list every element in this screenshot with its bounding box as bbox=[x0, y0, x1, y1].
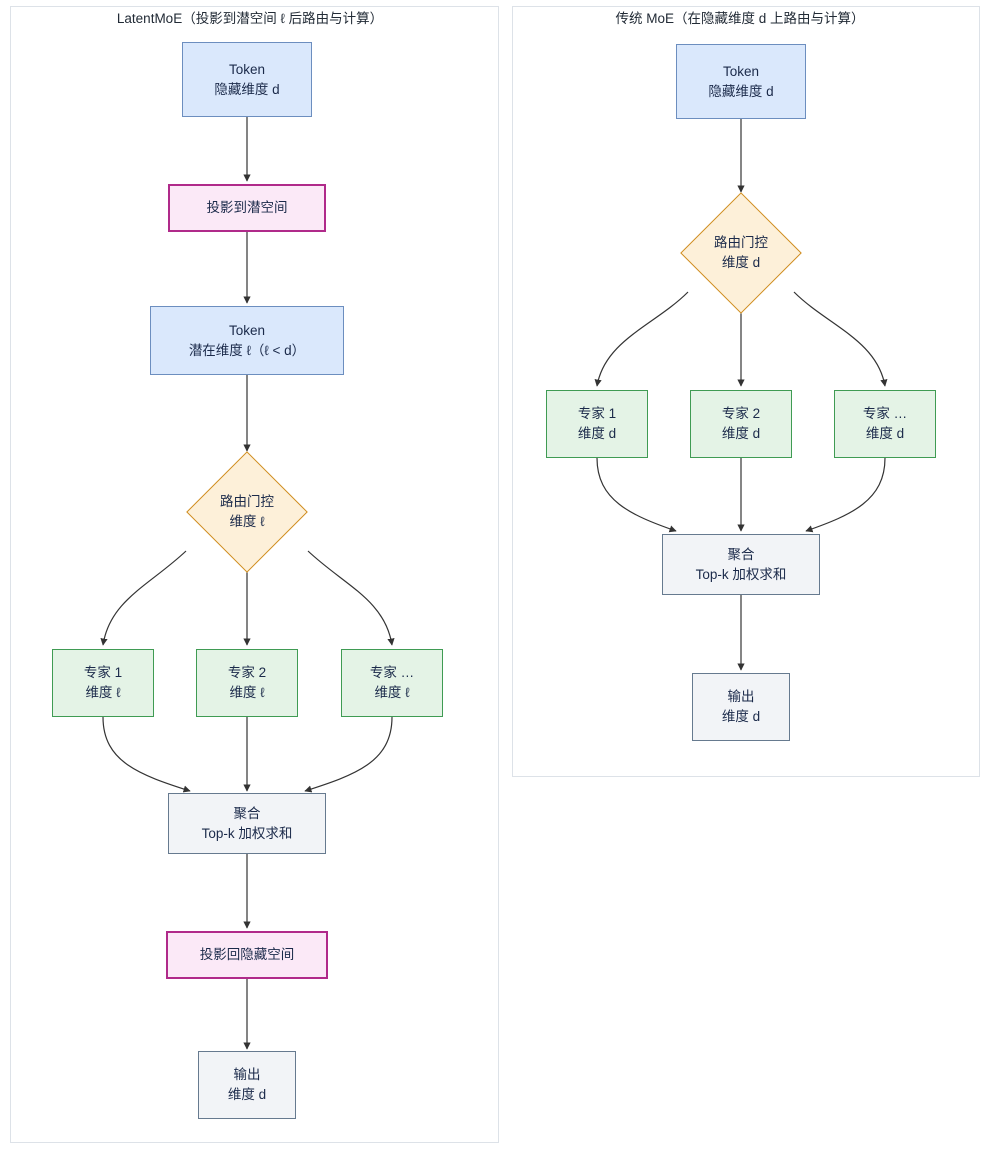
node-right-token-line2: 隐藏维度 d bbox=[708, 83, 774, 99]
node-right-token-line1: Token bbox=[722, 63, 760, 79]
node-left-expert-n-line1: 专家 … bbox=[369, 665, 415, 680]
node-left-project-out[interactable]: 投影回隐藏空间 bbox=[166, 931, 328, 979]
node-right-output-line1: 输出 bbox=[727, 689, 755, 704]
node-left-aggregate-line2: Top-k 加权求和 bbox=[201, 825, 293, 841]
node-right-output[interactable]: 输出 维度 d bbox=[692, 673, 790, 741]
node-left-output-line2: 维度 d bbox=[227, 1087, 267, 1102]
node-left-gate-label: 路由门控 维度 ℓ bbox=[162, 469, 332, 555]
node-left-output[interactable]: 输出 维度 d bbox=[198, 1051, 296, 1119]
node-right-gate-label: 路由门控 维度 d bbox=[656, 210, 826, 296]
node-right-aggregate-line1: 聚合 bbox=[727, 546, 755, 562]
panel-classic-moe-title: 传统 MoE（在隐藏维度 d 上路由与计算） bbox=[615, 11, 865, 26]
node-right-expert-n-line2: 维度 d bbox=[865, 426, 905, 441]
node-right-aggregate-line2: Top-k 加权求和 bbox=[695, 566, 787, 582]
node-left-token-line1: Token bbox=[228, 61, 266, 77]
node-right-expert-n-line1: 专家 … bbox=[862, 406, 908, 421]
node-right-token[interactable]: Token 隐藏维度 d bbox=[676, 44, 806, 119]
node-left-expert-1[interactable]: 专家 1 维度 ℓ bbox=[52, 649, 154, 717]
node-right-expert-2-line2: 维度 d bbox=[721, 426, 761, 441]
node-left-gate-line1: 路由门控 bbox=[220, 494, 274, 509]
node-left-expert-2-line1: 专家 2 bbox=[227, 665, 267, 680]
node-left-expert-1-line2: 维度 ℓ bbox=[85, 685, 121, 700]
node-right-expert-1[interactable]: 专家 1 维度 d bbox=[546, 390, 648, 458]
node-right-expert-1-line1: 专家 1 bbox=[577, 406, 617, 421]
node-left-project-in[interactable]: 投影到潜空间 bbox=[168, 184, 326, 232]
node-right-gate[interactable]: 路由门控 维度 d bbox=[680, 192, 802, 314]
node-left-token-latent[interactable]: Token 潜在维度 ℓ（ℓ < d） bbox=[150, 306, 344, 375]
node-left-project-out-label: 投影回隐藏空间 bbox=[199, 947, 295, 962]
node-right-aggregate[interactable]: 聚合 Top-k 加权求和 bbox=[662, 534, 820, 595]
node-right-expert-2[interactable]: 专家 2 维度 d bbox=[690, 390, 792, 458]
node-left-output-line1: 输出 bbox=[233, 1067, 261, 1082]
node-left-project-in-label: 投影到潜空间 bbox=[206, 200, 288, 215]
node-left-aggregate[interactable]: 聚合 Top-k 加权求和 bbox=[168, 793, 326, 854]
node-right-expert-2-line1: 专家 2 bbox=[721, 406, 761, 421]
node-left-expert-1-line1: 专家 1 bbox=[83, 665, 123, 680]
node-left-expert-n-line2: 维度 ℓ bbox=[374, 685, 410, 700]
node-left-expert-2-line2: 维度 ℓ bbox=[229, 685, 265, 700]
node-left-expert-2[interactable]: 专家 2 维度 ℓ bbox=[196, 649, 298, 717]
node-left-token-latent-line2: 潜在维度 ℓ（ℓ < d） bbox=[188, 342, 306, 358]
node-left-token-line2: 隐藏维度 d bbox=[214, 81, 280, 97]
node-left-token-latent-line1: Token bbox=[228, 322, 266, 338]
node-right-gate-line1: 路由门控 bbox=[714, 235, 768, 250]
panel-latentmoe-title: LatentMoE（投影到潜空间 ℓ 后路由与计算） bbox=[116, 11, 384, 26]
node-left-gate-line2: 维度 ℓ bbox=[229, 514, 265, 529]
node-left-gate[interactable]: 路由门控 维度 ℓ bbox=[186, 451, 308, 573]
node-left-expert-n[interactable]: 专家 … 维度 ℓ bbox=[341, 649, 443, 717]
node-left-aggregate-line1: 聚合 bbox=[233, 805, 261, 821]
node-right-expert-n[interactable]: 专家 … 维度 d bbox=[834, 390, 936, 458]
node-right-output-line2: 维度 d bbox=[721, 709, 761, 724]
node-right-gate-line2: 维度 d bbox=[721, 255, 761, 270]
node-right-expert-1-line2: 维度 d bbox=[577, 426, 617, 441]
node-left-token[interactable]: Token 隐藏维度 d bbox=[182, 42, 312, 117]
